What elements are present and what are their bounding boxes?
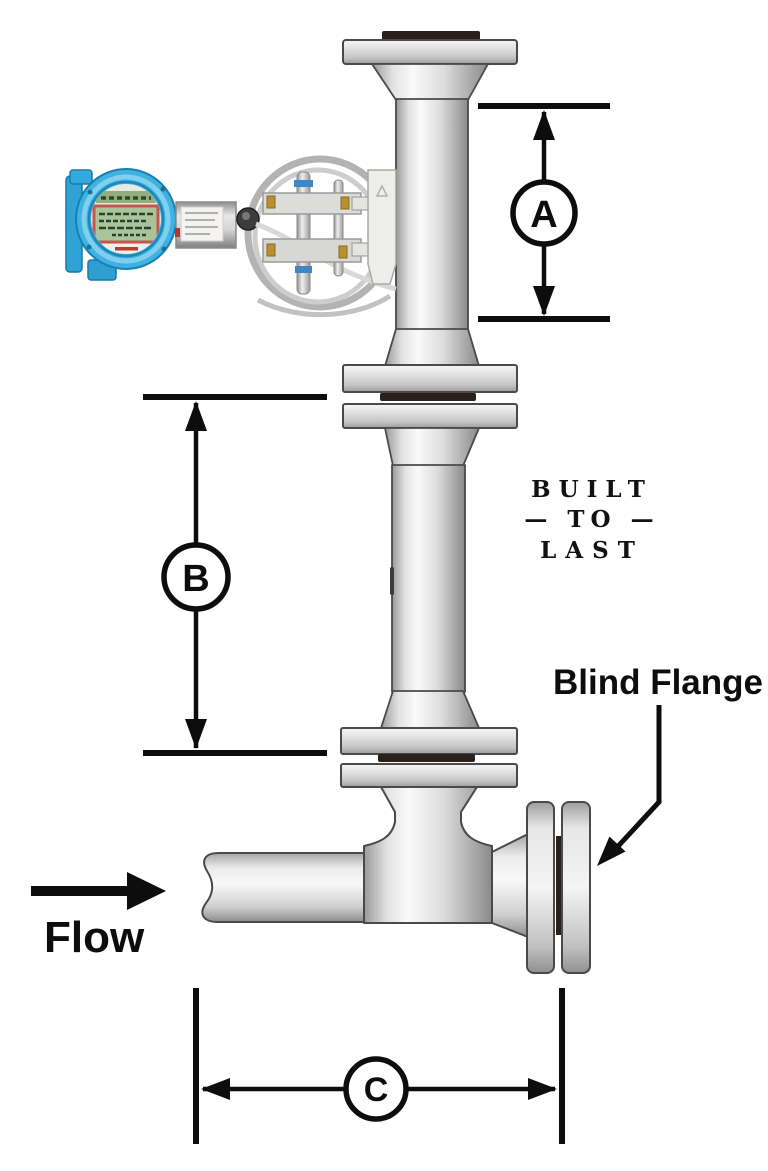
blind-flange-leader-arrow-icon [597,836,626,866]
dim-b-arrow-down [185,719,207,749]
inlet-pipe [201,852,365,923]
dim-a-label: A [530,194,557,236]
meter-hub-top [384,427,480,467]
neck-red-tag [175,228,180,237]
upper-hub [384,328,480,367]
bezel-screw [87,189,93,195]
housing-ring-edge [87,180,165,258]
bezel-screw [161,246,167,252]
meter-hub-bottom [380,690,480,729]
bracket-arrow-mark [375,184,389,197]
dim-c-arrow-left [201,1078,230,1100]
bezel-screw [86,244,92,250]
neck-label-text [185,212,218,235]
dim-c-label: C [364,1071,389,1109]
flange-disc [340,727,518,755]
brass-fitting [338,245,348,259]
outlet-cone [491,833,529,938]
brand-text [115,247,138,251]
blind-flange-disc [561,801,591,974]
brass-fitting [266,243,276,257]
valve-band-bottom [295,266,312,273]
tubing-loop-bottom [256,293,392,318]
dim-c-arrow-right [528,1078,557,1100]
top-taper [371,63,489,101]
top-gasket [382,31,480,41]
blind-flange-label: Blind Flange [553,663,763,702]
meter-stack [340,31,518,788]
tee-body [363,786,493,924]
dimension-c: C [193,988,565,1144]
bezel-screw [160,186,166,192]
transmitter [65,155,397,318]
flange-disc [340,763,518,788]
top-flange [342,39,518,65]
housing-top-lug [69,169,93,185]
valve-band-top [294,180,313,187]
flow-label: Flow [44,913,145,962]
meter-body-pipe [391,464,466,693]
flow-annotation: Flow [31,872,166,962]
dim-a-arrow-up [533,110,555,140]
flange-gasket [380,393,476,401]
meter-body-seam [390,567,394,595]
dim-c-bubble [343,1056,409,1122]
dim-b-label: B [182,558,209,600]
display-contents [92,191,160,253]
lower-flange-joint [340,727,518,788]
dim-b-bubble [161,542,231,612]
upper-pipe [395,98,469,331]
dimension-a: A [478,103,610,322]
flow-arrow-icon [127,872,166,910]
brass-fitting [266,195,276,209]
lcd-main [92,204,160,244]
brass-fitting [340,196,350,210]
flange-gasket [378,754,475,762]
tubing-loop-inner [252,167,384,305]
built-line2: — TO — [524,506,659,533]
blind-flange-leader [608,705,662,857]
flange-disc [342,364,518,393]
housing-ring-highlight [81,174,171,264]
cable-gland-highlight [242,212,250,220]
mounting-bracket [367,169,397,285]
flange-disc [342,403,518,429]
tee-assembly [201,786,591,974]
blind-flange-callout: Blind Flange [553,663,763,866]
built-to-last-mark: BUILT — TO — LAST [524,476,659,564]
dim-a-bubble [510,179,578,247]
dim-a-arrow-down [533,286,555,316]
dimension-b: B [143,394,327,756]
manifold-column [296,171,311,295]
blind-flange-gasket [556,836,563,935]
dim-b-arrow-up [185,401,207,431]
built-line1: BUILT [531,476,653,503]
weld-flange-disc [526,801,555,974]
upper-flange-joint [342,364,518,429]
neck-label [180,206,224,242]
built-line3: LAST [540,537,644,564]
